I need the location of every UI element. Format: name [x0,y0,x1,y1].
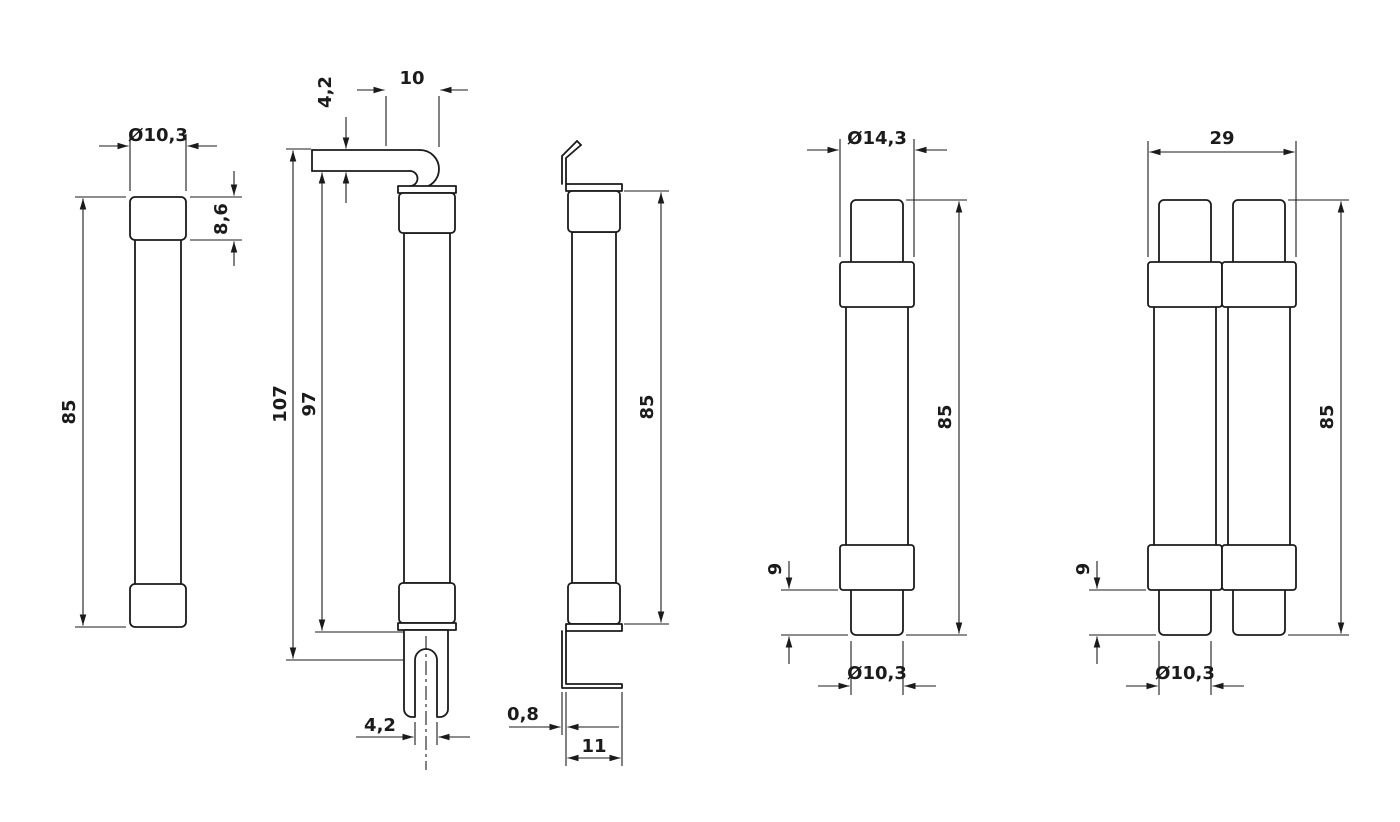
dim-label-length: 85 [59,399,80,424]
fuse-tip-top [850,199,904,267]
bottom-bent-tab [561,630,623,689]
dim-label-tag-thickness: 4,2 [315,76,336,108]
dim-label-diameter: Ø10,3 [128,125,188,146]
dimension-slot-width: 4,2 [356,715,470,745]
dim-label-overall-width: 29 [1209,128,1234,149]
dimension-overall-length: 107 [270,148,403,661]
dim-label-tip-length: 9 [1073,563,1094,576]
dim-label-tip-diameter: Ø10,3 [847,663,907,684]
fuse-body-left [1147,199,1223,636]
dimension-tag-thickness: 4,2 [315,76,350,203]
washer-bottom [565,623,623,632]
dimension-overall-width: 29 [1147,128,1297,257]
dim-label-body-diameter: Ø14,3 [847,128,907,149]
fuse-tube [571,231,617,584]
dim-label-tip-diameter: Ø10,3 [1155,663,1215,684]
dim-label-fixing-centers: 97 [299,391,320,416]
dim-label-slot-width: 4,2 [364,715,396,736]
washer-top [397,185,457,194]
dim-label-length: 85 [637,394,658,419]
fuse-body [129,196,187,628]
washer-top [565,183,623,192]
fuse-cap-bottom [398,582,456,624]
top-tag-hook-outer [419,149,440,189]
fuse-cap-bottom [1221,544,1297,591]
fuse-tube [845,305,909,547]
fuse-tube [1153,305,1217,547]
view-twin-fuse: 29 85 9 Ø10,3 [1073,128,1349,695]
dimension-tab-depth: 11 [565,692,623,766]
fuse-tip-bottom [1232,583,1286,636]
fuse-body-right [1221,199,1297,636]
dimension-material-thickness: 0,8 [507,692,619,735]
fuse-cap-bottom [1147,544,1223,591]
fuse-tube [134,238,182,587]
dim-label-length: 85 [1317,404,1338,429]
top-tab-outer-edge [561,140,578,185]
dimension-tip-diameter: Ø10,3 [818,641,936,695]
dimension-cap-height: 8,6 [190,171,242,266]
fuse-tip-bottom [1158,583,1212,636]
fuse-cap-top [1147,261,1223,308]
dimension-length: 85 [624,190,669,625]
dim-label-tab-depth: 11 [581,736,606,757]
fuse-cap-bottom [129,583,187,628]
dimension-fixing-centers: 97 [299,172,403,633]
fuse-cap-top [129,196,187,241]
dimension-body-diameter: Ø14,3 [807,128,947,257]
fuse-body [839,199,915,636]
fuse-body [561,140,623,689]
fuse-cap-bottom [567,582,621,625]
dim-label-tip-length: 9 [765,563,786,576]
bottom-slotted-tag [403,629,449,718]
fuse-cap-top [1221,261,1297,308]
view-fuse-with-tags-front: 10 4,2 107 97 4,2 [270,68,470,770]
fuse-tip-top [1158,199,1212,267]
top-tag-hook-inner [409,170,419,187]
fuse-tip-top [1232,199,1286,267]
top-tab-inner-edge [565,144,582,185]
fuse-tip-bottom [850,583,904,636]
dim-label-cap-height: 8,6 [211,203,232,235]
dimension-length: 85 [906,199,967,636]
dimension-length: 85 [59,196,126,628]
fuse-tube [403,232,451,584]
view-enlarged-body-fuse: Ø14,3 85 9 Ø10,3 [765,128,967,695]
view-fuse-with-tags-side: 85 0,8 11 [507,140,669,766]
dim-label-material-thickness: 0,8 [507,704,539,725]
dimension-hook-width: 10 [357,68,468,147]
fuse-cap-top [398,192,456,234]
fuse-cap-top [839,261,915,308]
dimension-diameter: Ø10,3 [99,125,217,191]
fuse-cap-top [567,190,621,233]
fuse-body [311,149,457,770]
fuse-cap-bottom [839,544,915,591]
dimension-tip-length: 9 [1073,561,1156,664]
dim-label-length: 85 [935,404,956,429]
top-tab-end [576,140,582,146]
view-cylindrical-fuse-front: Ø10,3 8,6 85 [59,125,242,628]
dimension-length: 85 [1288,199,1349,636]
dim-label-hook-width: 10 [399,68,424,89]
dim-label-overall-length: 107 [270,385,291,423]
dimension-tip-length: 9 [765,561,848,664]
fuse-tube [1227,305,1291,547]
dimension-tip-diameter: Ø10,3 [1126,641,1244,695]
washer-bottom [397,622,457,631]
